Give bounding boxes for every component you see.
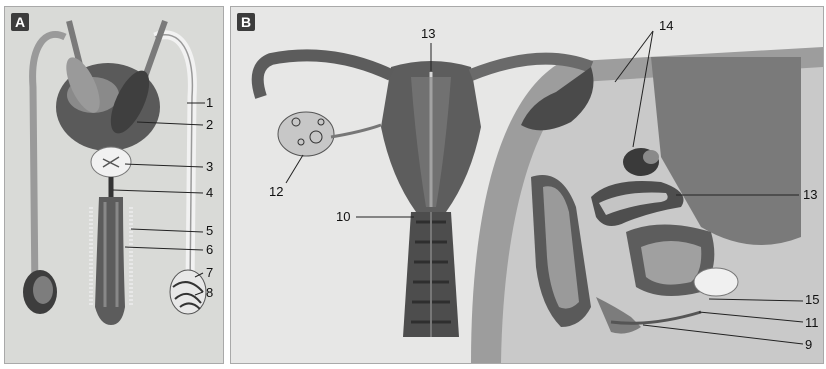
label-12: 12 <box>269 185 283 199</box>
label-1: 1 <box>206 96 213 110</box>
panel-a-badge: A <box>11 13 29 31</box>
label-14: 14 <box>659 19 673 33</box>
label-8: 8 <box>206 286 213 300</box>
label-13-right: 13 <box>803 188 817 202</box>
label-2: 2 <box>206 118 213 132</box>
panel-b-female: B 13 14 12 10 13 15 11 9 <box>230 6 824 364</box>
label-3: 3 <box>206 160 213 174</box>
label-13-top: 13 <box>421 27 435 41</box>
panel-a-male: A 1 2 3 4 5 6 7 8 <box>4 6 224 364</box>
label-15: 15 <box>805 293 819 307</box>
label-10: 10 <box>336 210 350 224</box>
label-6: 6 <box>206 243 213 257</box>
label-11: 11 <box>805 316 819 330</box>
label-4: 4 <box>206 186 213 200</box>
panel-b-badge: B <box>237 13 255 31</box>
male-anatomy-illustration <box>5 7 223 363</box>
label-5: 5 <box>206 224 213 238</box>
female-anatomy-illustration <box>231 7 823 363</box>
label-7: 7 <box>206 266 213 280</box>
label-9: 9 <box>805 338 812 352</box>
